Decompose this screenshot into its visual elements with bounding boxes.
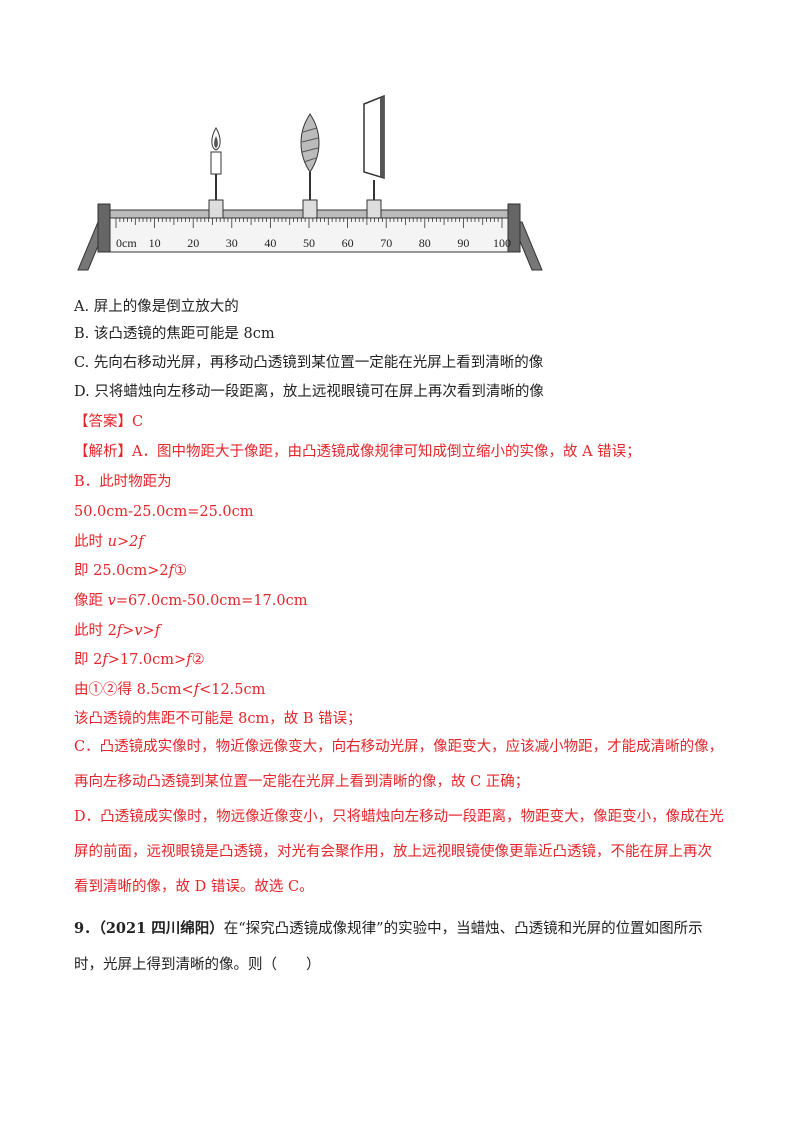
b4-post: ① [174,563,188,579]
question-9-text: 在“探究凸透镜成像规律”的实验中，当蜡烛、凸透镜和光屏的位置如图所示时，光屏上得… [74,921,703,973]
b8-pre: 由①②得 8.5cm< [74,682,194,698]
analysis-b-line7: 即 2f>17.0cm>f② [74,650,205,670]
answer-line: 【答案】C [74,412,143,432]
option-a: A. 屏上的像是倒立放大的 [74,299,239,315]
scale-unit-label: 0cm [116,236,137,250]
answer-value: C [132,414,144,430]
b7-mid: >17.0cm> [107,652,187,668]
analysis-b-head: B．此时物距为 [74,474,172,490]
scale-ticks [115,218,503,228]
analysis-b-line4: 即 25.0cm>2f① [74,561,187,581]
analysis-a-text: A．图中物距大于像距，由凸透镜成像规律可知成倒立缩小的实像，故 A 错误； [132,444,641,460]
answer-label: 【答案】 [74,414,132,430]
b6-math: f>v>f [116,623,161,639]
scale-tick-label: 40 [264,236,276,250]
analysis-d: D．凸透镜成实像时，物远像近像变小，只将蜡烛向左移动一段距离，物距变大，像距变小… [74,809,724,895]
b7-post: ② [191,652,205,668]
b7-f2: f [186,652,192,668]
optical-bench-figure: 0cm 10 20 30 40 50 60 70 80 90 100 [77,94,543,271]
b5-post: =67.0cm-50.0cm=17.0cm [115,593,308,609]
b5-v: v [107,593,116,609]
scale-tick-labels: 10 20 30 40 50 60 70 80 90 100 [149,236,511,250]
analysis-b-calc1: 50.0cm-25.0cm=25.0cm [74,504,254,520]
b4-f: f [168,563,175,579]
analysis-b-line3: 此时 u>2f [74,532,144,552]
scale-tick-label: 60 [342,236,354,250]
b4-pre: 即 25.0cm>2 [74,563,169,579]
analysis-c: C．凸透镜成实像时，物近像远像变大，向右移动光屏，像距变大，应该减小物距，才能成… [74,739,724,790]
option-d: D. 只将蜡烛向左移动一段距离，放上远视眼镜可在屏上再次看到清晰的像 [74,384,544,400]
analysis-b-line6: 此时 2f>v>f [74,621,160,641]
question-9-source: （2021 四川绵阳） [98,920,224,937]
analysis-a: 【解析】A．图中物距大于像距，由凸透镜成像规律可知成倒立缩小的实像，故 A 错误… [74,442,641,462]
scale-tick-label: 10 [149,236,161,250]
scale-tick-label: 50 [303,236,315,250]
scale-tick-label: 90 [457,236,469,250]
convex-lens [300,113,320,219]
b7-f: f [102,652,108,668]
analysis-label: 【解析】 [74,444,132,460]
left-end-block [97,203,111,253]
question-9: 9．（2021 四川绵阳）在“探究凸透镜成像规律”的实验中，当蜡烛、凸透镜和光屏… [74,911,724,983]
question-9-number: 9． [74,920,99,937]
light-screen [363,94,385,219]
b3-pre: 此时 [74,534,108,550]
scale-tick-label: 100 [493,236,511,250]
scale-tick-label: 80 [419,236,431,250]
analysis-b-line8: 由①②得 8.5cm<f<12.5cm [74,680,265,700]
scale-tick-label: 30 [226,236,238,250]
b6-pre: 此时 2 [74,623,117,639]
b7-pre: 即 2 [74,652,103,668]
option-b: B. 该凸透镜的焦距可能是 8cm [74,326,275,342]
b8-f: f [193,682,200,698]
option-c: C. 先向右移动光屏，再移动凸透镜到某位置一定能在光屏上看到清晰的像 [74,355,544,371]
analysis-b-line5: 像距 v=67.0cm-50.0cm=17.0cm [74,591,307,611]
candle [208,127,224,219]
b8-post: <12.5cm [199,682,266,698]
scale-tick-label: 20 [187,236,199,250]
b3-math: u>2f [107,534,144,550]
scale-tick-label: 70 [380,236,392,250]
analysis-b-line9: 该凸透镜的焦距不可能是 8cm，故 B 错误； [74,711,362,727]
b5-pre: 像距 [74,593,108,609]
